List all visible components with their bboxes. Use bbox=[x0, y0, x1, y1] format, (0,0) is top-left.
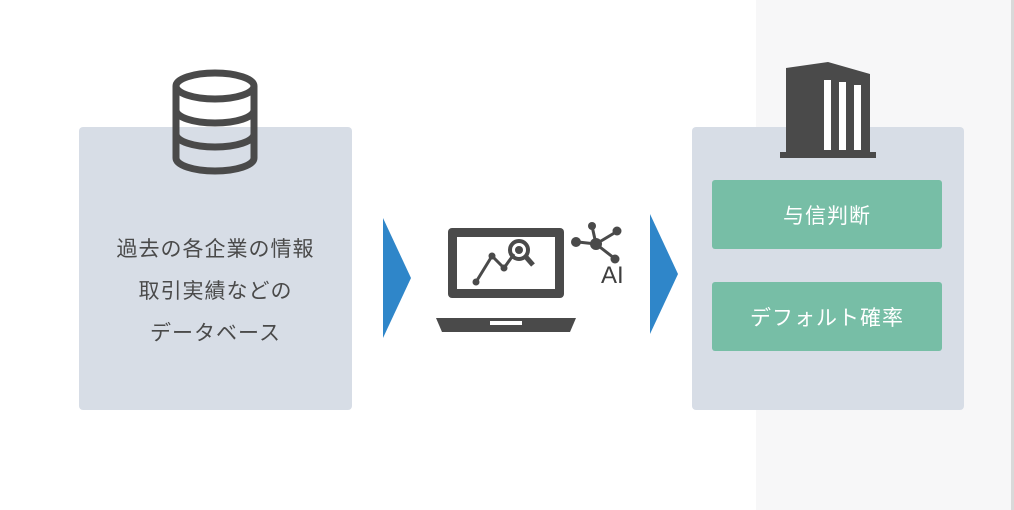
database-line-2: 取引実績などの bbox=[138, 279, 293, 303]
database-description: 過去の各企業の情報 取引実績などの データベース bbox=[79, 228, 352, 354]
flow-arrow-2 bbox=[650, 214, 678, 334]
output-panel bbox=[692, 127, 964, 410]
flow-arrow-1 bbox=[383, 218, 411, 338]
building-icon bbox=[780, 62, 876, 158]
default-probability-box: デフォルト確率 bbox=[712, 282, 942, 351]
database-line-1: 過去の各企業の情報 bbox=[116, 237, 315, 261]
laptop-analytics-icon bbox=[436, 228, 576, 332]
ai-label: AI bbox=[601, 262, 624, 289]
credit-decision-box: 与信判断 bbox=[712, 180, 942, 249]
database-icon bbox=[172, 69, 258, 175]
database-line-3: データベース bbox=[150, 321, 281, 345]
right-edge-line bbox=[1011, 0, 1014, 510]
ai-network-icon bbox=[571, 222, 622, 264]
